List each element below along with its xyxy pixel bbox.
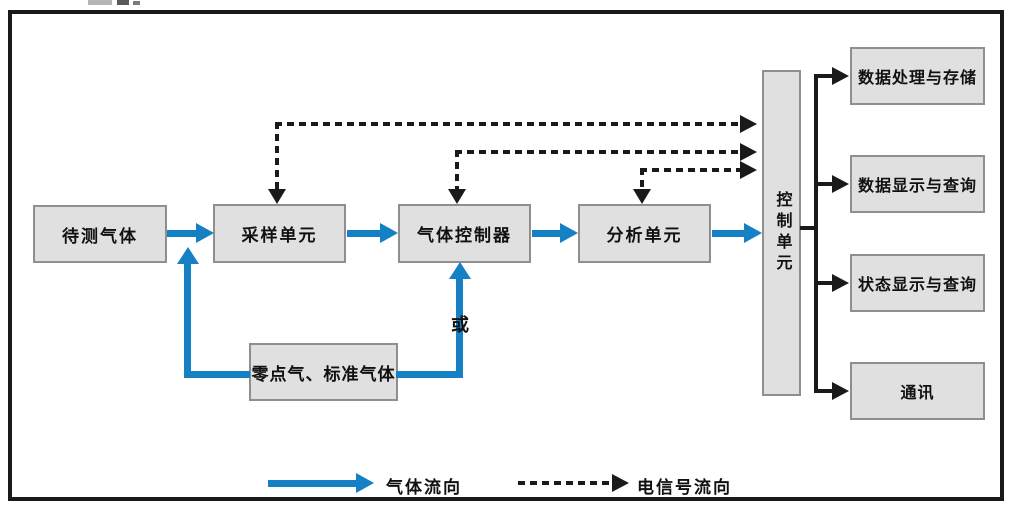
node-analysis-unit: 分析单元 (578, 204, 711, 263)
node-sampling-unit: 采样单元 (213, 204, 346, 263)
cropped-text-fragment (133, 1, 140, 5)
legend-signal-flow-label: 电信号流向 (637, 478, 732, 497)
node-status-display-query: 状态显示与查询 (850, 254, 985, 312)
cropped-text-fragment (117, 0, 129, 5)
node-communication: 通讯 (850, 362, 985, 420)
or-label: 或 (451, 315, 469, 335)
node-zero-standard-gas: 零点气、标准气体 (249, 343, 398, 401)
node-control-unit: 控制单元 (762, 70, 801, 396)
legend-gas-flow-label: 气体流向 (386, 478, 462, 497)
node-gas-controller: 气体控制器 (398, 204, 531, 263)
node-data-display-query: 数据显示与查询 (850, 155, 985, 213)
cropped-text-fragment (88, 0, 112, 5)
node-gas-to-measure: 待测气体 (33, 205, 167, 263)
node-data-processing-storage: 数据处理与存储 (850, 47, 985, 105)
